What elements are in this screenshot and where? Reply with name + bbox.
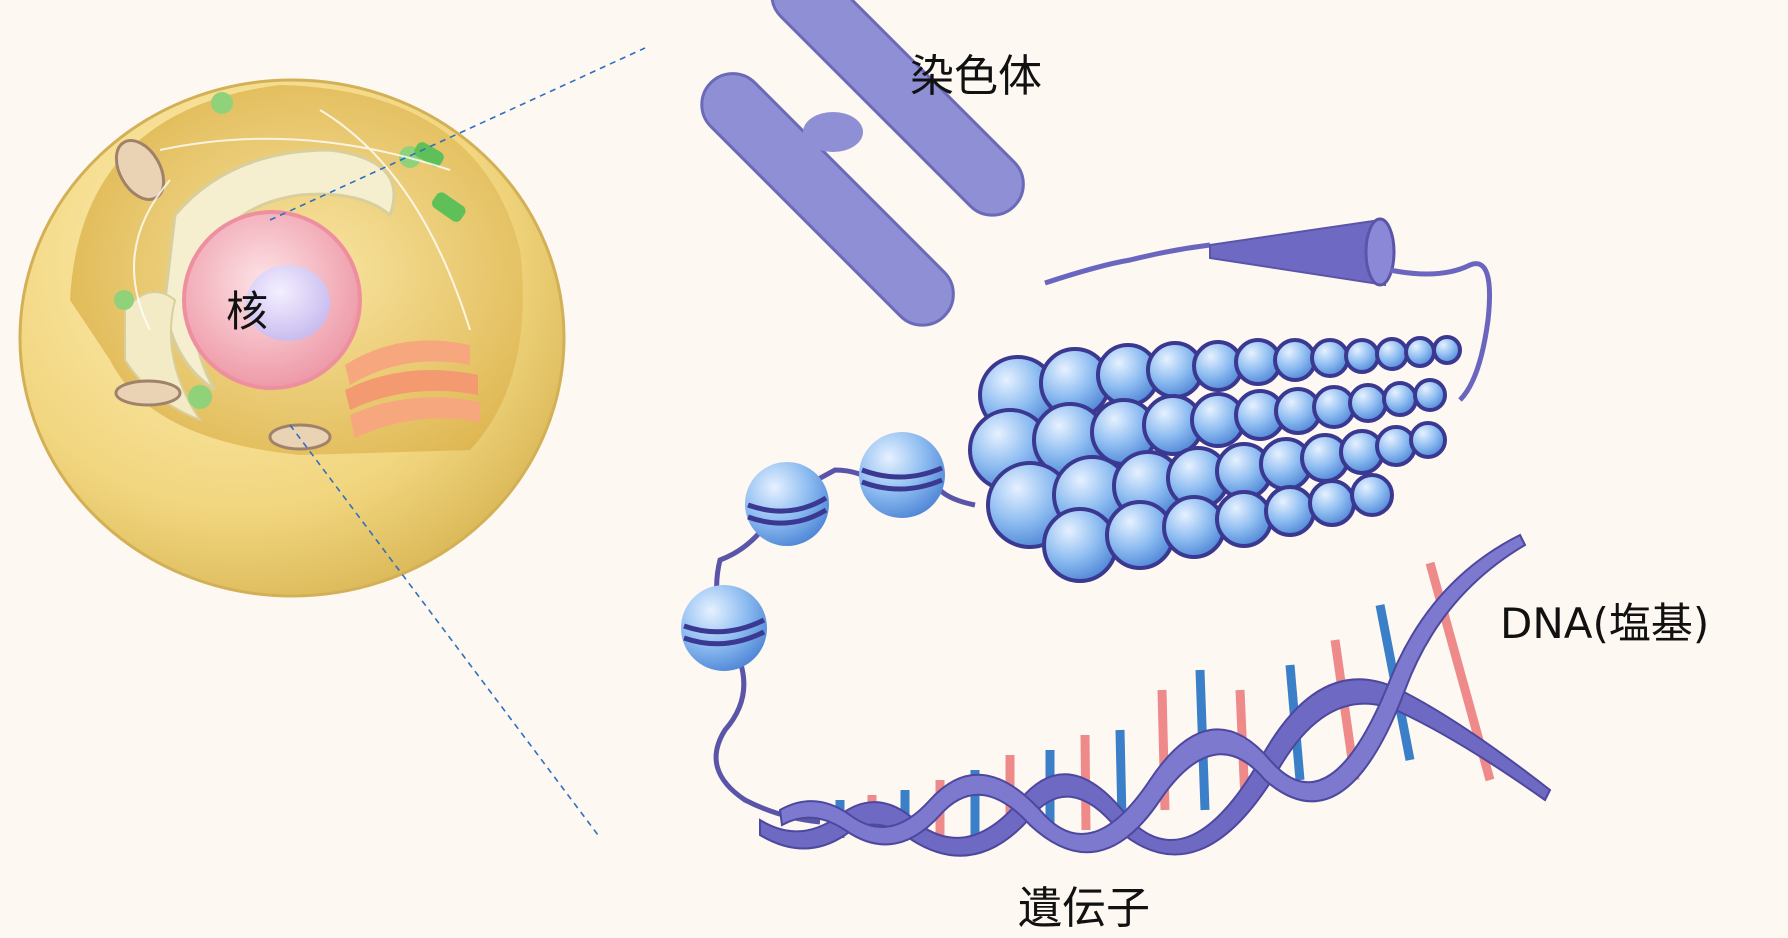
label-nucleus: 核 [226,278,268,339]
beads-on-string [681,432,975,822]
cell-illustration [20,80,564,596]
dna-double-helix [760,535,1550,856]
label-chromosome: 染色体 [910,40,1042,104]
label-gene: 遺伝子 [1018,872,1150,936]
label-dna-bases: DNA(塩基) [1500,590,1709,651]
nucleosome-bundle [970,337,1460,581]
